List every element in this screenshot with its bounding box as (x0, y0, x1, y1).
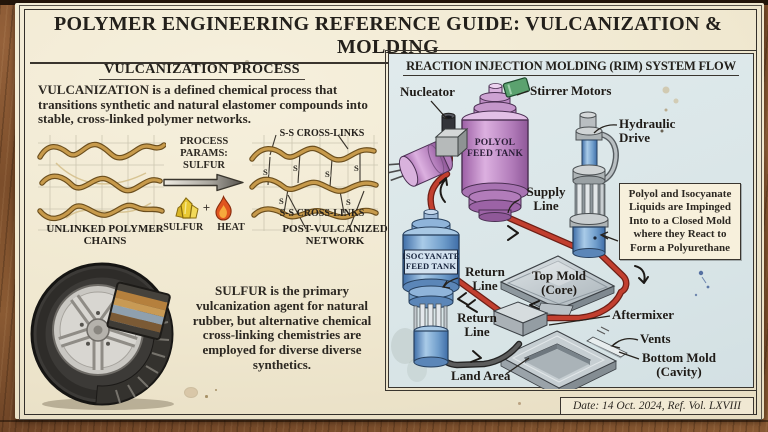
stirrer-motors-label: Stirrer Motors (530, 83, 612, 98)
return-line-lower-label: Return Line (457, 310, 497, 339)
aftermixer-block (492, 301, 549, 337)
vents-tray (586, 326, 628, 359)
heat-label: HEAT (217, 222, 245, 234)
svg-text:S: S (354, 163, 359, 173)
mixhead (572, 226, 606, 258)
sulfur-label: SULFUR (163, 222, 204, 234)
unlinked-chains-label: UNLINKED POLYMER CHAINS (46, 223, 164, 247)
flow-arrows (439, 177, 649, 363)
return-line-upper-label: Return Line (465, 264, 505, 293)
speck-stain (518, 402, 521, 405)
bottom-mold (499, 330, 618, 389)
crosslinked-network-diagram: S S S S S S (249, 134, 379, 231)
process-params-label: PROCESS PARAMS: SULFUR (179, 136, 229, 171)
vents-label: Vents (640, 331, 671, 346)
top-mold (499, 255, 616, 317)
vulcanization-panel: VULCANIZATION PROCESS VULCANIZATION is a… (20, 52, 388, 414)
grid-lines (38, 135, 164, 231)
polymer-chains (249, 145, 379, 220)
top-mold-label: Top Mold (Core) (531, 268, 587, 297)
isocyanate-feed-tank (402, 209, 460, 368)
supply-line-label: Supply Line (526, 184, 566, 213)
network-label: POST-VULCANIZED NETWORK (282, 223, 388, 247)
polymer-chains (37, 141, 166, 222)
polyol-feed-tank (461, 83, 529, 222)
rim-panel: REACTION INJECTION MOLDING (RIM) SYSTEM … (385, 50, 757, 391)
wood-frame-top (0, 0, 768, 5)
svg-text:S: S (325, 169, 330, 179)
heat-flame-icon (215, 195, 232, 221)
crosslinks-top-label: S-S CROSS-LINKS (279, 128, 365, 139)
svg-text:S: S (279, 196, 284, 206)
polyol-tank-label: POLYOL FEED TANK (466, 138, 524, 159)
plus-sign: + (202, 200, 211, 216)
nucleator-label: Nucleator (400, 84, 455, 99)
bottom-mold-label: Bottom Mold (Cavity) (641, 350, 717, 379)
leader-lines (430, 90, 640, 375)
vulcanization-heading: VULCANIZATION PROCESS (98, 62, 305, 80)
aftermixer-label: Aftermixer (612, 307, 675, 322)
rim-info-box: Polyol and Isocyanate Liquids are Imping… (619, 183, 741, 261)
process-arrow-icon (163, 174, 244, 192)
tread-face (95, 309, 173, 405)
tire-illustration (30, 262, 174, 410)
wood-frame-seam (0, 420, 768, 422)
unlinked-chains-diagram (37, 135, 166, 231)
svg-text:S: S (263, 167, 268, 177)
isocyanate-tank-label: ISOCYANATE FEED TANK (402, 251, 460, 271)
date-reference-stamp: Date: 14 Oct. 2024, Ref. Vol. LXVIII (560, 397, 754, 415)
crosslink-bonds (267, 134, 365, 230)
piston-rods (413, 303, 448, 333)
nucleator-device (434, 112, 469, 158)
rim-heading-wrap: REACTION INJECTION MOLDING (RIM) SYSTEM … (389, 57, 753, 76)
rim-diagram (389, 77, 710, 389)
crosslinks-bottom-label: S-S CROSS-LINKS (279, 208, 365, 219)
reagent-icons-row: + (174, 195, 234, 221)
svg-text:S: S (346, 197, 351, 207)
land-area-label: Land Area (451, 368, 511, 383)
s-atom-labels: S S S S S S (262, 162, 361, 209)
rim-heading: REACTION INJECTION MOLDING (RIM) SYSTEM … (403, 59, 739, 76)
reagent-labels-row: SULFUR HEAT (163, 222, 245, 233)
vulcanization-intro: VULCANIZATION is a defined chemical proc… (38, 82, 368, 127)
stirrer-motor-box (502, 77, 531, 98)
svg-text:S: S (293, 163, 298, 173)
supply-flow-arrow (507, 225, 519, 241)
tank-label-plate (404, 249, 458, 275)
sulfur-note: SULFUR is the primary vulcanization agen… (192, 283, 372, 373)
hydraulic-drive-assembly (569, 111, 619, 258)
process-params-block: PROCESS PARAMS: SULFUR + (160, 136, 248, 233)
hydraulic-drive-label: Hydraulic Drive (619, 116, 676, 145)
sulfur-crystal-icon (175, 196, 199, 219)
tire-cutaway-layers (106, 281, 171, 341)
vulcanization-heading-wrap: VULCANIZATION PROCESS (20, 60, 384, 80)
